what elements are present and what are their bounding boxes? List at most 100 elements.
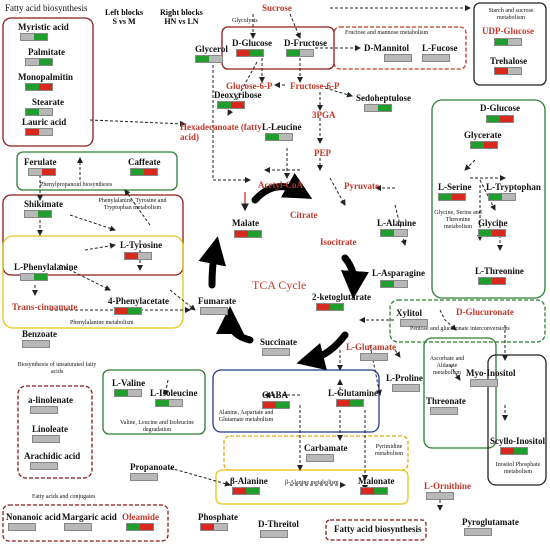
change-indicator-half: [471, 380, 484, 386]
change-indicator-half: [248, 231, 261, 237]
change-indicator-half: [423, 55, 436, 61]
legend-left-sub: S vs M: [112, 17, 136, 26]
change-indicator-half: [38, 211, 51, 217]
change-indicator-bar: [217, 101, 245, 109]
change-indicator-half: [131, 474, 144, 480]
metabolite-acetylcoa: Acetyl-CoA: [258, 180, 303, 190]
change-indicator-half: [231, 102, 244, 108]
change-indicator-half: [274, 531, 287, 537]
metabolite-dglucuronate: D-Glucuronate: [456, 307, 514, 317]
change-indicator-half: [201, 524, 214, 530]
metabolite-pyruvate: Pyruvate: [344, 181, 379, 191]
change-indicator-bar: [265, 133, 293, 141]
change-indicator-half: [276, 402, 289, 408]
change-indicator-half: [131, 169, 144, 175]
change-indicator-bar: [236, 49, 264, 57]
box-starch: [473, 2, 547, 86]
change-indicator-half: [22, 524, 35, 530]
change-indicator-bar: [195, 55, 223, 63]
change-indicator-half: [29, 169, 42, 175]
metabolite-dglucose: D-Glucose: [232, 38, 272, 48]
change-indicator-half: [307, 455, 320, 461]
metabolite-oleamide: Oleamide: [122, 512, 159, 522]
change-indicator-half: [502, 194, 515, 200]
change-indicator-half: [514, 448, 527, 454]
change-indicator-half: [330, 304, 343, 310]
change-indicator-half: [495, 68, 508, 74]
change-indicator-half: [381, 230, 394, 236]
change-indicator-bar: [200, 307, 228, 315]
change-indicator-bar: [286, 49, 314, 57]
change-indicator-bar: [20, 273, 48, 281]
change-indicator-half: [381, 281, 394, 287]
change-indicator-half: [465, 529, 478, 535]
change-indicator-half: [31, 463, 44, 469]
change-indicator-half: [31, 407, 44, 413]
group-gly-ser-thr: Glycine, Serine and Threonine metabolism: [434, 210, 482, 230]
change-indicator-bar: [262, 348, 290, 356]
legend-left: Left blocks S vs M: [105, 8, 143, 26]
metabolite-scylloinositol: Scyllo-Inositol: [490, 436, 546, 446]
change-indicator-half: [492, 278, 505, 284]
metabolite-linoleate: Linoleate: [32, 424, 68, 434]
change-indicator-half: [36, 341, 49, 347]
box-fatty-conj: [2, 504, 169, 542]
change-indicator-bar: [25, 83, 53, 91]
change-indicator-bar: [28, 168, 56, 176]
metabolite-lasparagine: L-Asparagine: [372, 268, 426, 278]
box-phenylpropanoid: [16, 151, 178, 191]
metabolite-carbamate: Carbamate: [304, 443, 348, 453]
change-indicator-bar: [155, 399, 183, 407]
change-indicator-bar: [25, 58, 53, 66]
change-indicator-half: [235, 231, 248, 237]
change-indicator-bar: [478, 229, 506, 237]
change-indicator-half: [26, 129, 39, 135]
group-fatty-conj: Fatty acids and conjugates: [32, 494, 96, 500]
change-indicator-half: [320, 455, 333, 461]
change-indicator-half: [444, 408, 457, 414]
change-indicator-bar: [500, 447, 528, 455]
change-indicator-bar: [24, 210, 52, 218]
box-val-leu-ile: [102, 369, 206, 435]
metabolite-lphenylalanine: L-Phenylalanine: [14, 262, 78, 272]
change-indicator-bar: [494, 67, 522, 75]
metabolite-glucose6p: Glucose-6-P: [226, 81, 273, 91]
metabolite-fructose6p: Fructose-6-P: [290, 81, 340, 91]
change-indicator-half: [500, 116, 513, 122]
change-indicator-half: [489, 194, 502, 200]
change-indicator-bar: [130, 473, 158, 481]
change-indicator-bar: [392, 384, 420, 392]
change-indicator-half: [21, 274, 34, 280]
change-indicator-bar: [25, 108, 53, 116]
group-phenylpropanoid: Phenylpropanoid biosynthesis: [40, 182, 113, 188]
change-indicator-half: [276, 349, 289, 355]
box-fatty-acid-top: [2, 17, 94, 147]
change-indicator-bar: [380, 229, 408, 237]
metabolite-lisoleucine: L-Isoleucine: [150, 388, 198, 398]
change-indicator-half: [439, 194, 452, 200]
box-fatty-acid-bottom: [325, 519, 427, 541]
metabolite-shikimate: Shikimate: [24, 199, 64, 209]
metabolite-lalanine: L-Alanine: [377, 218, 417, 228]
change-indicator-half: [169, 400, 182, 406]
change-indicator-bar: [114, 307, 142, 315]
change-indicator-bar: [426, 492, 454, 500]
metabolite-lglutamate: L-Glutamate: [346, 342, 396, 352]
box-beta-alanine: [215, 469, 409, 505]
change-indicator-bar: [364, 104, 392, 112]
change-indicator-half: [393, 385, 406, 391]
change-indicator-half: [401, 320, 414, 326]
change-indicator-half: [138, 253, 151, 259]
change-indicator-bar: [380, 280, 408, 288]
change-indicator-half: [128, 308, 141, 314]
metabolite-malate: Malate: [232, 218, 259, 228]
metabolite-deoxyribose: Deoxyribose: [214, 90, 262, 100]
metabolite-sedoheptulose: Sedoheptulose: [356, 93, 412, 103]
change-indicator-bar: [316, 303, 344, 311]
metabolite-glycerate: Glycerate: [464, 130, 502, 140]
box-phenylalanine: [2, 235, 184, 329]
change-indicator-bar: [25, 128, 53, 136]
metabolite-phenylacetate: 4-Phenylacetate: [108, 296, 169, 306]
change-indicator-half: [39, 84, 52, 90]
